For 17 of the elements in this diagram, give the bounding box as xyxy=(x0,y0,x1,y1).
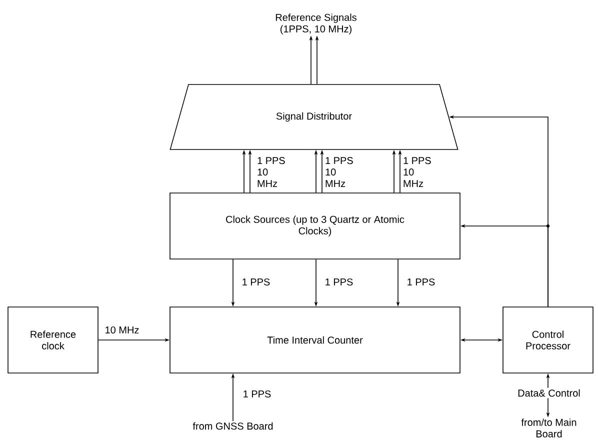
process-box: Time Interval Counter xyxy=(170,306,460,374)
edge-label: 1 PPS xyxy=(241,388,273,400)
process-box: Clock Sources (up to 3 Quartz or Atomic Clocks) xyxy=(170,192,460,260)
process-box: Control Processor xyxy=(502,306,594,374)
edge-label: 1 PPS xyxy=(240,276,272,288)
edge-label: 1 PPS xyxy=(405,276,437,288)
output-label: Reference Signals (1PPS, 10 MHz) xyxy=(276,14,356,34)
edge-label: 1 PPS 10 MHz xyxy=(326,157,353,187)
distributor-trapezoid: Signal Distributor xyxy=(170,84,458,150)
process-box: Reference clock xyxy=(8,306,98,374)
edge-label: 10 MHz xyxy=(103,324,141,336)
destination-label: from/to Main Board xyxy=(521,418,576,438)
edge-label: 1 PPS 10 MHz xyxy=(404,157,431,187)
edge-label: 1 PPS xyxy=(323,276,355,288)
edge-label: 1 PPS 10 MHz xyxy=(258,157,285,187)
edge-label: Data& Control xyxy=(516,388,582,398)
source-label: from GNSS Board xyxy=(192,422,273,430)
